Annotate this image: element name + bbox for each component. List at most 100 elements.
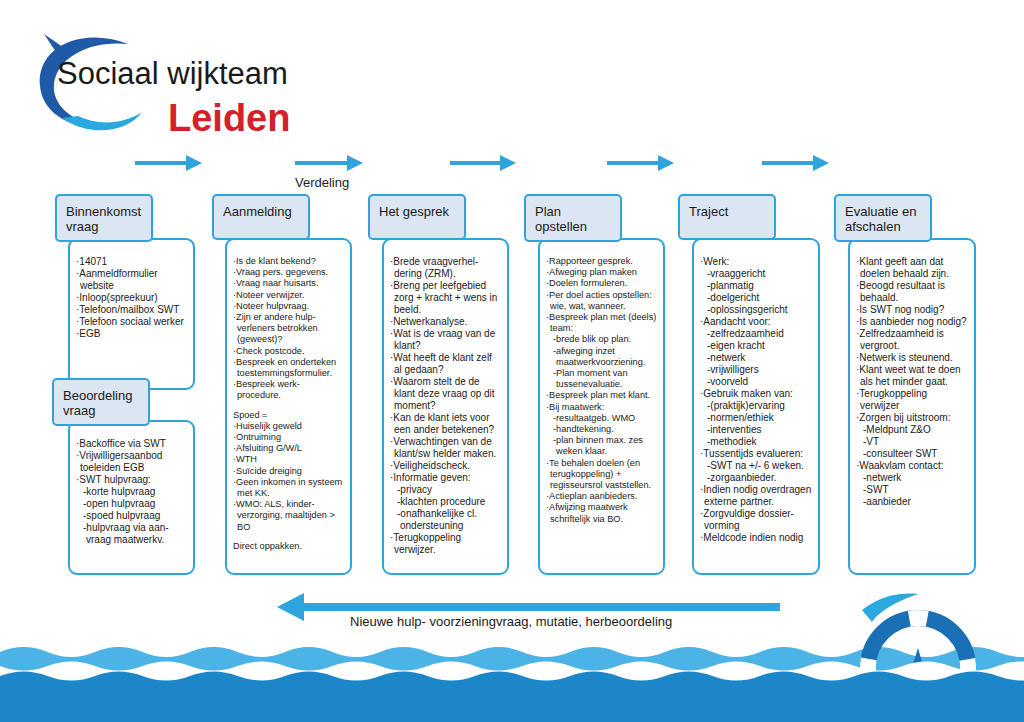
step-body: ·Backoffice via SWT·Vrijwilligersaanbod … — [68, 420, 195, 575]
step-item: -open hulpvraag — [76, 498, 188, 510]
step-item: -zorgaanbieder. — [700, 472, 813, 484]
step-item: ·SWT hulpvraag: — [76, 474, 188, 486]
step-header: Beoordeling vraag — [52, 378, 150, 426]
step-item: ·Afweging plan maken — [546, 267, 658, 278]
logo-arc-light — [62, 112, 142, 130]
step-item: ·Kan de klant iets voor een ander beteke… — [390, 412, 502, 436]
flow-arrow — [135, 155, 202, 171]
step-item: ·Afwijzing maatwerk schriftelijk via BO. — [546, 502, 658, 524]
step-item: ·Telefoon/mailbox SWT — [76, 304, 188, 316]
step-header: Traject — [678, 194, 776, 240]
step-body: ·14071·Aanmeldformulier website·Inloop(s… — [68, 238, 195, 390]
step-item: ·Vraag pers. gegevens. — [233, 267, 345, 278]
step-item: -netwerk — [700, 352, 813, 364]
step-item: ·Suïcide dreiging — [233, 466, 345, 477]
step-item: ·Tussentijds evalueren: — [700, 448, 813, 460]
step-item: ·Wat is de vraag van de klant? — [390, 328, 502, 352]
step-item: -netwerk — [856, 472, 969, 484]
step-item: ·Telefoon sociaal werker — [76, 316, 188, 328]
step-item: -afweging inzet maatwerkvoorziening. — [546, 346, 658, 368]
step-item: -SWT — [856, 484, 969, 496]
step-item: -korte hulpvraag — [76, 486, 188, 498]
step-item: ·Actieplan aanbieders. — [546, 491, 658, 502]
step-body: ·Klant geeft aan dat doelen behaald zijn… — [848, 238, 976, 575]
step-item: -spoed hulpvraag — [76, 510, 188, 522]
step-item: -doelgericht — [700, 292, 813, 304]
step-item: ·Geen inkomen in systeem met KK. — [233, 477, 345, 499]
step-item: ·Bespreek en onderteken toestemmingsform… — [233, 357, 345, 379]
step-item: ·Klant geeft aan dat doelen behaald zijn… — [856, 256, 969, 280]
step-title: Plan opstellen — [535, 204, 612, 234]
wave-gap — [0, 662, 1024, 722]
step-title: Evaluatie en afschalen — [845, 204, 922, 234]
step-item: -consulteer SWT — [856, 448, 969, 460]
step-item: -plan binnen max. zes weken klaar. — [546, 435, 658, 457]
step-item: ·Breng per leefgebied zorg + kracht + we… — [390, 280, 502, 316]
step-item: -voorveld — [700, 376, 813, 388]
step-item: ·Aandacht voor: — [700, 316, 813, 328]
step-item: Spoed = — [233, 410, 345, 421]
step-item: -hulpvraag via aan- vraag maatwerkv. — [76, 522, 188, 546]
step-item: -onafhankelijke cl. ondersteuning — [390, 508, 502, 532]
step-item: ·WTH — [233, 454, 345, 465]
step-item: ·Check postcode. — [233, 346, 345, 357]
step-item: ·Per doel acties opstellen: wie, wat, wa… — [546, 290, 658, 312]
step-item: ·Zijn er andere hulp- verleners betrokke… — [233, 312, 345, 346]
logo-name: Sociaal wijkteam — [57, 56, 288, 92]
step-item: -planmatig — [700, 280, 813, 292]
step-item: ·Backoffice via SWT — [76, 438, 188, 450]
flow-arrow — [295, 155, 363, 171]
step-item: -interventies — [700, 424, 813, 436]
step-item: ·Netwerkanalyse. — [390, 316, 502, 328]
step-item: -vrijwilligers — [700, 364, 813, 376]
step-header: Binnenkomst vraag — [55, 194, 153, 242]
lifebuoy-swoosh — [862, 594, 918, 622]
logo-tip — [44, 34, 70, 58]
wave-front — [0, 672, 1024, 722]
return-label: Nieuwe hulp- voorzieningvraag, mutatie, … — [348, 614, 674, 629]
step-item: ·Beoogd resultaat is behaald. — [856, 280, 969, 304]
step-item: -oplossingsgericht — [700, 304, 813, 316]
logo-city: Leiden — [168, 96, 290, 140]
flow-arrows — [135, 155, 829, 171]
step-item: ·Bespreek werk- procedure. — [233, 379, 345, 401]
step-title: Traject — [689, 204, 766, 219]
step-item: ·Doelen formuleren. — [546, 278, 658, 289]
step-item: ·Indien nodig overdragen externe partner… — [700, 484, 813, 508]
step-item: ·Terugkoppeling verwijzer. — [390, 532, 502, 556]
step-title: Beoordeling vraag — [63, 388, 140, 418]
step-item: -normen/ethiek — [700, 412, 813, 424]
step-item: ·Afsluiting G/W/L — [233, 443, 345, 454]
step-item: ·Wat heeft de klant zelf al gedaan? — [390, 352, 502, 376]
step-title: Aanmelding — [223, 204, 300, 219]
step-item: ·Werk: — [700, 256, 813, 268]
flow-arrow — [607, 155, 674, 171]
step-item: ·Informatie geven: — [390, 472, 502, 484]
step-body: ·Brede vraagverhel- dering (ZRM).·Breng … — [382, 238, 509, 575]
step-item: -klachten procedure — [390, 496, 502, 508]
step-item: ·Waarom stelt de de klant deze vraag op … — [390, 376, 502, 412]
step-item: -handtekening. — [546, 424, 658, 435]
step-item: ·Rapporteer gesprek. — [546, 256, 658, 267]
step-item: ·Aanmeldformulier website — [76, 268, 188, 292]
step-item: ·Bespreek plan met (deels) team: — [546, 312, 658, 334]
step-item: ·14071 — [76, 256, 188, 268]
step-title: Het gesprek — [379, 204, 456, 219]
step-item: -resultaatgeb. WMO — [546, 413, 658, 424]
step-item: ·Meldcode indien nodig — [700, 532, 813, 544]
step-header: Het gesprek — [368, 194, 466, 240]
step-item: -privacy — [390, 484, 502, 496]
step-item: -Plan moment van tussenevaluatie. — [546, 368, 658, 390]
step-item: ·Is de klant bekend? — [233, 256, 345, 267]
step-item: -aanbieder — [856, 496, 969, 508]
step-item: -VT — [856, 436, 969, 448]
step-item: ·Netwerk is steunend. — [856, 352, 969, 364]
step-item: ·Terugkoppeling verwijzer — [856, 388, 969, 412]
step-item: ·Inloop(spreekuur) — [76, 292, 188, 304]
step-item: ·Vraag naar huisarts. — [233, 278, 345, 289]
step-item: ·Noteer verwijzer. — [233, 290, 345, 301]
step-item: -eigen kracht — [700, 340, 813, 352]
step-item: ·Is SWT nog nodig? — [856, 304, 969, 316]
flow-arrow — [450, 155, 516, 171]
step-body: ·Rapporteer gesprek.·Afweging plan maken… — [538, 238, 665, 575]
